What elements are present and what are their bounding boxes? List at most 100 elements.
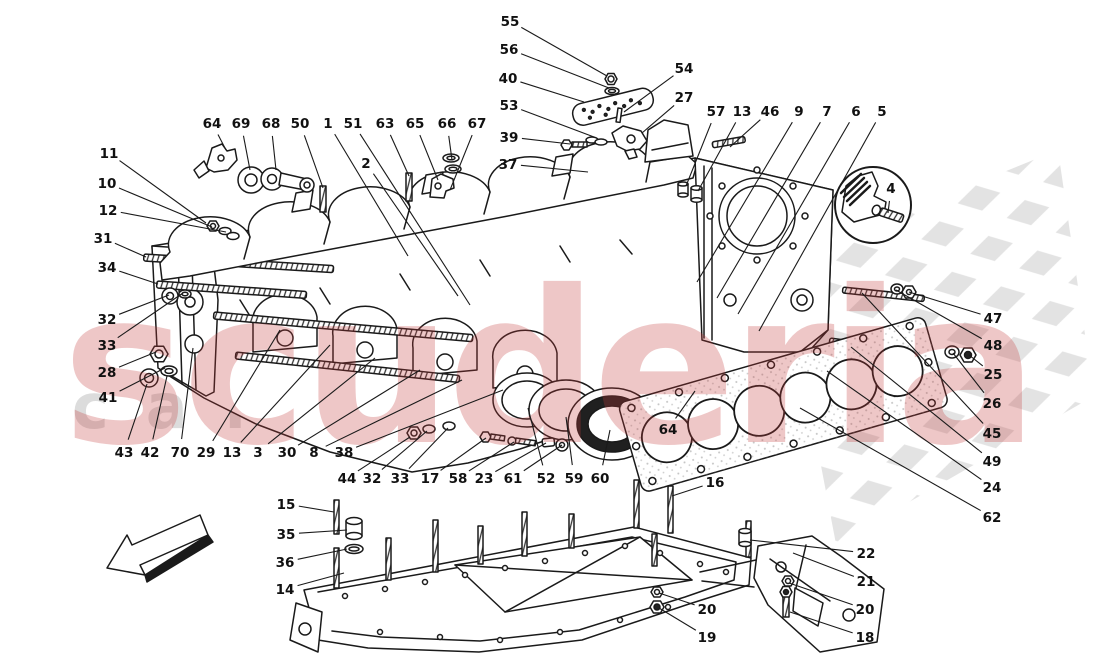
callout-42[interactable]: 42 (141, 375, 168, 461)
svg-text:56: 56 (500, 42, 519, 58)
callout-29[interactable]: 29 (197, 329, 281, 461)
callout-14[interactable]: 14 (276, 572, 345, 598)
svg-text:15: 15 (277, 497, 296, 513)
svg-text:20: 20 (698, 602, 717, 618)
callout-43[interactable]: 43 (115, 383, 148, 461)
svg-text:11: 11 (100, 146, 119, 162)
svg-text:62: 62 (983, 510, 1002, 526)
callout-4[interactable]: 4 (886, 181, 896, 214)
callout-36[interactable]: 36 (276, 548, 348, 571)
svg-text:35: 35 (277, 527, 296, 543)
svg-text:42: 42 (141, 445, 160, 461)
callout-47[interactable]: 47 (908, 291, 1003, 327)
svg-text:48: 48 (984, 338, 1003, 354)
callout-63[interactable]: 63 (376, 116, 410, 177)
callout-52[interactable]: 52 (527, 407, 555, 487)
callout-17[interactable]: 17 (421, 437, 487, 487)
callout-59[interactable]: 59 (565, 416, 584, 487)
callout-3[interactable]: 3 (253, 357, 376, 461)
callout-16[interactable]: 16 (671, 475, 725, 497)
callout-46[interactable]: 46 (729, 104, 779, 148)
svg-text:57: 57 (707, 104, 726, 120)
head-gasket (618, 317, 948, 492)
callout-35[interactable]: 35 (277, 527, 348, 543)
svg-text:16: 16 (706, 475, 725, 491)
callout-33[interactable]: 33 (98, 292, 184, 354)
callout-20[interactable]: 20 (788, 582, 874, 618)
callout-2[interactable]: 2 (361, 156, 459, 297)
callout-12[interactable]: 12 (99, 203, 227, 233)
svg-text:64: 64 (203, 116, 222, 132)
callout-23[interactable]: 23 (475, 442, 547, 487)
callout-56[interactable]: 56 (500, 42, 610, 89)
callout-37[interactable]: 37 (499, 157, 589, 173)
callout-11[interactable]: 11 (100, 146, 207, 224)
callout-26[interactable]: 26 (952, 352, 1002, 412)
callout-44[interactable]: 44 (338, 436, 411, 487)
callout-8[interactable]: 8 (309, 379, 463, 461)
callout-67[interactable]: 67 (449, 116, 486, 191)
callout-57[interactable]: 57 (685, 104, 726, 187)
svg-text:13: 13 (733, 104, 752, 120)
callout-5[interactable]: 5 (758, 104, 887, 332)
svg-text:19: 19 (698, 630, 717, 646)
svg-text:33: 33 (98, 338, 117, 354)
callout-25[interactable]: 25 (968, 354, 1002, 383)
callout-64[interactable]: 64 (203, 116, 227, 151)
direction-arrow-icon (106, 514, 214, 583)
callout-13[interactable]: 13 (223, 344, 331, 461)
callout-51[interactable]: 51 (344, 116, 471, 306)
callout-10[interactable]: 10 (98, 176, 213, 228)
callout-61[interactable]: 61 (504, 444, 563, 487)
callout-65[interactable]: 65 (406, 116, 439, 181)
svg-text:10: 10 (98, 176, 117, 192)
callout-34[interactable]: 34 (98, 260, 159, 285)
callout-32[interactable]: 32 (363, 430, 428, 487)
callout-32[interactable]: 32 (98, 294, 170, 328)
svg-text:47: 47 (984, 311, 1003, 327)
callout-33[interactable]: 33 (391, 427, 449, 487)
callout-1[interactable]: 1 (323, 116, 409, 257)
callout-62[interactable]: 62 (799, 407, 1002, 526)
svg-text:27: 27 (675, 90, 694, 106)
callout-28[interactable]: 28 (98, 351, 157, 381)
svg-text:43: 43 (115, 445, 134, 461)
callout-50[interactable]: 50 (291, 116, 324, 189)
callout-48[interactable]: 48 (895, 289, 1003, 354)
callout-66[interactable]: 66 (438, 116, 457, 161)
callout-7[interactable]: 7 (716, 104, 832, 299)
callout-31[interactable]: 31 (94, 231, 147, 258)
callout-15[interactable]: 15 (277, 497, 335, 513)
callout-21[interactable]: 21 (792, 552, 875, 590)
callout-20[interactable]: 20 (658, 592, 717, 618)
callout-38[interactable]: 38 (335, 389, 504, 461)
callout-18[interactable]: 18 (789, 611, 874, 646)
callout-49[interactable]: 49 (850, 346, 1001, 470)
svg-text:60: 60 (591, 471, 610, 487)
callout-55[interactable]: 55 (501, 14, 608, 77)
callout-22[interactable]: 22 (749, 539, 875, 562)
callout-13[interactable]: 13 (697, 104, 752, 192)
callout-30[interactable]: 30 (278, 369, 421, 461)
callout-60[interactable]: 60 (591, 429, 611, 487)
callout-58[interactable]: 58 (449, 441, 515, 487)
svg-text:26: 26 (983, 396, 1002, 412)
callout-24[interactable]: 24 (826, 370, 1001, 496)
callout-6[interactable]: 6 (737, 104, 861, 315)
callout-9[interactable]: 9 (696, 104, 804, 283)
svg-text:1: 1 (323, 116, 332, 132)
callout-41[interactable]: 41 (99, 367, 166, 406)
callout-45[interactable]: 45 (861, 292, 1001, 442)
callout-39[interactable]: 39 (500, 130, 571, 146)
callout-69[interactable]: 69 (232, 116, 251, 171)
callout-53[interactable]: 53 (500, 98, 595, 138)
callout-68[interactable]: 68 (262, 116, 281, 171)
svg-text:9: 9 (794, 104, 803, 120)
callout-64[interactable]: 64 (659, 390, 696, 438)
callout-19[interactable]: 19 (658, 607, 717, 646)
callout-27[interactable]: 27 (641, 90, 694, 134)
callout-70[interactable]: 70 (171, 347, 194, 461)
callout-40[interactable]: 40 (499, 71, 585, 103)
callout-54[interactable]: 54 (623, 61, 693, 113)
